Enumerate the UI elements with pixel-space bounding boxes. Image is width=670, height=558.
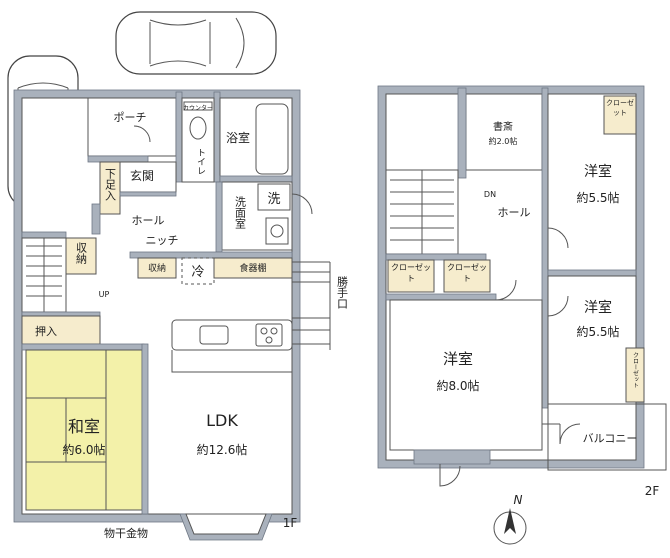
label-western-a: 洋室	[584, 163, 612, 180]
label-stairs-dn: DN	[484, 190, 496, 199]
label-shoe-storage: 下足入	[104, 168, 117, 201]
label-ldk: LDK	[206, 411, 238, 430]
label-closet-d: クローゼット	[632, 352, 639, 388]
closet-a	[387, 259, 435, 293]
closet-c-label-box: クローゼット	[606, 99, 634, 117]
label-niche: ニッチ	[146, 234, 179, 247]
closet-b-label-box: クローゼット	[447, 263, 487, 283]
label-entrance: 玄関	[130, 168, 154, 183]
storage-hall	[65, 237, 97, 275]
label-bathroom: 浴室	[226, 130, 250, 145]
label-stairs-up: UP	[99, 290, 110, 299]
closet-d	[625, 347, 645, 403]
label-study: 書斎	[493, 120, 513, 133]
study	[465, 93, 543, 171]
label-porch: ポーチ	[114, 111, 147, 124]
label-closet-b: クローゼット	[447, 263, 487, 283]
floor-1	[13, 89, 331, 541]
label-study-size: 約2.0帖	[489, 136, 518, 146]
compass	[493, 508, 527, 545]
label-service-door: 勝手口	[336, 275, 349, 309]
label-washer: 洗	[267, 192, 280, 207]
closet-b	[443, 259, 491, 293]
label-storage-kitchen: 収納	[148, 262, 166, 274]
label-japanese-room: 和室	[68, 417, 100, 436]
kitchen-counter	[171, 319, 293, 351]
label-balcony: バルコニー	[583, 432, 638, 445]
label-western-b-size: 約5.5帖	[576, 324, 619, 339]
label-floor-2f: 2F	[645, 484, 660, 498]
label-toilet: トイレ	[195, 148, 206, 175]
label-japanese-room-size: 約6.0帖	[62, 442, 105, 457]
closet-a-label-box: クローゼット	[391, 263, 431, 283]
label-drying-rack: 物干金物	[104, 526, 148, 540]
entrance	[119, 161, 177, 193]
label-western-c: 洋室	[443, 350, 473, 368]
label-western-b: 洋室	[584, 299, 612, 316]
japanese-room	[25, 349, 143, 511]
label-western-c-size: 約8.0帖	[436, 378, 479, 393]
label-cupboard: 食器棚	[239, 262, 266, 274]
oshiire-closet	[21, 315, 101, 345]
storage-kitchen	[137, 257, 177, 279]
balcony	[547, 403, 667, 471]
western-room-b	[547, 275, 637, 405]
label-storage-hall: 収納	[75, 242, 88, 265]
western-room-c	[389, 299, 543, 451]
label-compass-north: N	[514, 493, 523, 507]
label-western-a-size: 約5.5帖	[576, 190, 619, 205]
label-washroom: 洗面室	[234, 196, 247, 229]
label-ldk-size: 約12.6帖	[197, 442, 248, 457]
closet-c	[603, 95, 637, 135]
cupboard	[213, 257, 293, 279]
floor-2	[377, 85, 667, 487]
toilet-room	[181, 97, 215, 183]
label-counter: カウンター	[183, 104, 213, 112]
label-closet-c: クローゼット	[606, 99, 634, 117]
label-closet-a: クローゼット	[391, 263, 431, 283]
label-fridge: 冷	[191, 265, 204, 280]
parked-car-top	[115, 11, 277, 75]
porch	[87, 97, 177, 157]
label-hall-2f: ホール	[498, 206, 531, 219]
label-hall-1f: ホール	[132, 214, 165, 227]
label-floor-1f: 1F	[283, 516, 298, 530]
label-oshiire: 押入	[35, 324, 57, 338]
washroom	[221, 181, 293, 251]
